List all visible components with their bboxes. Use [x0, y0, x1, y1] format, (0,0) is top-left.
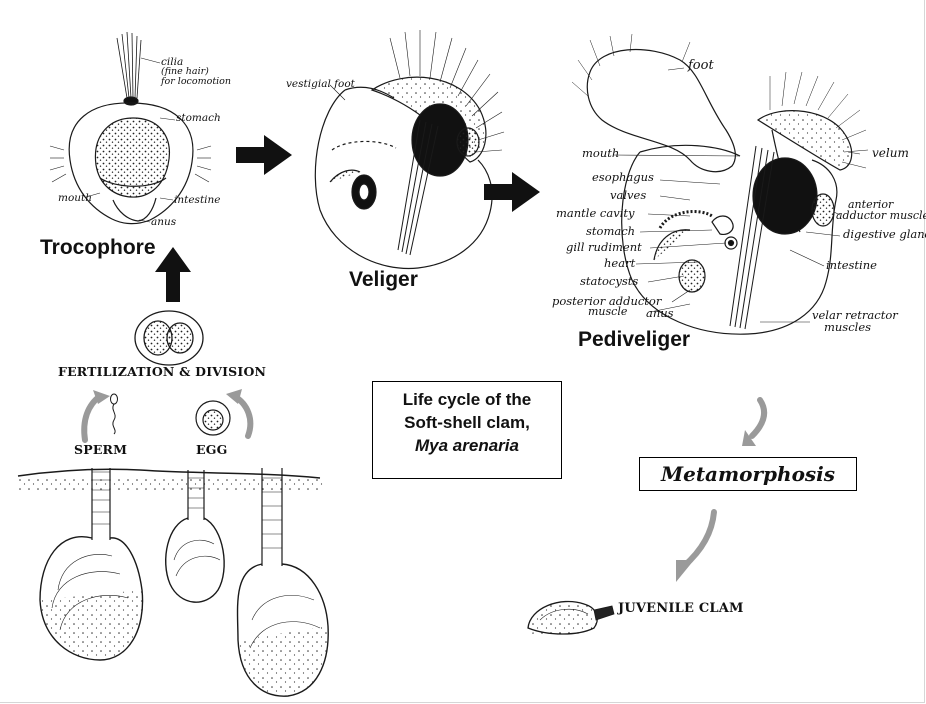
- ped-esophagus-label: esophagus: [592, 170, 654, 184]
- ped-heart-label: heart: [604, 256, 635, 270]
- troc-mouth-label: mouth: [58, 192, 92, 204]
- arrow-up: [155, 247, 191, 302]
- diagram-title-box: Life cycle of the Soft-shell clam, Mya a…: [372, 381, 562, 479]
- ped-intestine-label: intestine: [826, 258, 877, 272]
- egg-label: EGG: [196, 442, 227, 457]
- ped-velum-label: velum: [872, 146, 909, 160]
- egg-drawing: [196, 401, 230, 435]
- trocophore-label: Trocophore: [40, 236, 156, 260]
- ped-digestive-gland-label: digestive gland: [843, 227, 926, 241]
- troc-stomach-label: stomach: [176, 112, 221, 124]
- ped-velar-retractor-muscles-label: muscles: [824, 320, 871, 334]
- arrow-right-1: [236, 135, 292, 175]
- ped-mantle-cavity-label: mantle cavity: [556, 206, 635, 220]
- vel-vestigial-foot-label: vestigial foot: [286, 78, 355, 90]
- juvenile-clam-label: JUVENILE CLAM: [618, 601, 744, 616]
- sperm-label: SPERM: [74, 442, 127, 457]
- pediveliger-drawing: [572, 34, 868, 334]
- ped-anus-label: anus: [646, 306, 674, 320]
- title-line-2: Soft-shell clam,: [373, 411, 561, 434]
- dividing-cell: [135, 311, 203, 365]
- ped-valves-label: valves: [610, 188, 646, 202]
- ped-adductor-muscle-label: adductor muscle: [836, 209, 926, 222]
- metamorphosis-box: Metamorphosis: [639, 457, 857, 491]
- title-line-1: Life cycle of the: [373, 388, 561, 411]
- troc-anus-label: anus: [151, 216, 176, 228]
- title-species: Mya arenaria: [373, 434, 561, 457]
- ped-mouth-label: mouth: [582, 146, 619, 160]
- ped-foot-label: foot: [688, 58, 714, 73]
- fertilization-label: FERTILIZATION & DIVISION: [58, 364, 266, 379]
- ped-gill-rudiment-label: gill rudiment: [566, 240, 642, 254]
- arrow-right-2: [484, 172, 540, 212]
- ped-statocysts-label: statocysts: [580, 274, 638, 288]
- troc-cilia-note-2: for locomotion: [161, 76, 231, 87]
- veliger-label: Veliger: [349, 268, 418, 292]
- ped-posterior-adductor-muscle-label: muscle: [588, 305, 627, 318]
- juvenile-clam-drawing: [522, 601, 614, 636]
- ped-stomach-label: stomach: [586, 224, 635, 238]
- sediment-and-adults: [18, 468, 328, 696]
- troc-intestine-label: intestine: [174, 194, 221, 206]
- sperm-drawing: [111, 394, 118, 434]
- pediveliger-label: Pediveliger: [578, 328, 690, 352]
- veliger-drawing: [315, 30, 504, 268]
